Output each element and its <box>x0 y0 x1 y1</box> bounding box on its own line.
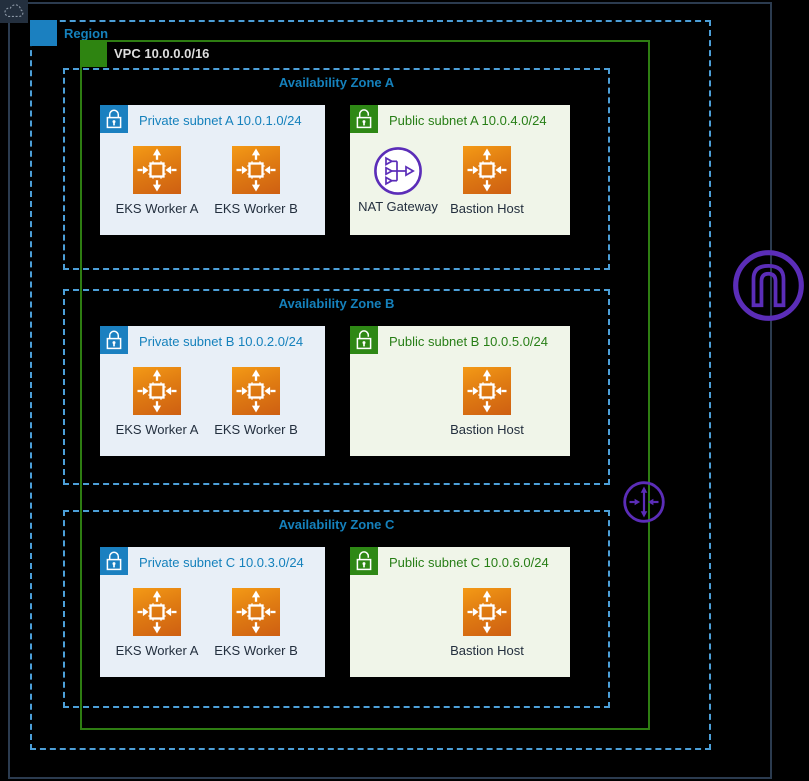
eks-worker-icon <box>232 367 280 415</box>
lock-closed-icon <box>100 547 128 575</box>
private-subnet-c: Private subnet C 10.0.3.0/24 EKS Worker … <box>100 547 325 677</box>
vpn-gateway-icon <box>622 480 666 524</box>
aws-cloud-container <box>8 2 772 779</box>
availability-zone-c: Availability Zone C Private subnet C 10.… <box>63 510 610 708</box>
public-subnet-a: Public subnet A 10.0.4.0/24 NAT Gateway … <box>350 105 570 235</box>
eks-worker-node: EKS Worker B <box>206 588 306 658</box>
nat-gateway-icon <box>373 146 423 196</box>
aws-cloud-icon <box>0 0 28 23</box>
eks-worker-node: EKS Worker A <box>107 146 207 216</box>
internet-gateway-icon <box>731 248 806 323</box>
eks-worker-icon <box>232 146 280 194</box>
bastion-host-icon <box>463 146 511 194</box>
lock-open-icon <box>350 326 378 354</box>
region-icon <box>30 20 57 46</box>
vpc-container <box>80 40 650 730</box>
eks-worker-icon <box>232 588 280 636</box>
public-subnet-c: Public subnet C 10.0.6.0/24 Bastion Host <box>350 547 570 677</box>
bastion-host-node: Bastion Host <box>437 146 537 216</box>
private-subnet-c-label: Private subnet C 10.0.3.0/24 <box>139 555 304 570</box>
eks-worker-node: EKS Worker A <box>107 367 207 437</box>
vpc-label: VPC 10.0.0.0/16 <box>114 46 210 61</box>
eks-worker-icon <box>133 146 181 194</box>
private-subnet-b-label: Private subnet B 10.0.2.0/24 <box>139 334 304 349</box>
bastion-host-node: Bastion Host <box>437 588 537 658</box>
private-subnet-a-label: Private subnet A 10.0.1.0/24 <box>139 113 302 128</box>
availability-zone-b: Availability Zone B Private subnet B 10.… <box>63 289 610 485</box>
region-container <box>30 20 711 750</box>
eks-worker-node: EKS Worker A <box>107 588 207 658</box>
nat-gateway-node: NAT Gateway <box>348 146 448 214</box>
eks-worker-node: EKS Worker B <box>206 146 306 216</box>
private-subnet-a: Private subnet A 10.0.1.0/24 EKS Worker … <box>100 105 325 235</box>
lock-open-icon <box>350 547 378 575</box>
bastion-host-node: Bastion Host <box>437 367 537 437</box>
region-label: Region <box>64 26 109 41</box>
public-subnet-b-label: Public subnet B 10.0.5.0/24 <box>389 334 549 349</box>
availability-zone-c-label: Availability Zone C <box>278 517 395 532</box>
lock-open-icon <box>350 105 378 133</box>
eks-worker-icon <box>133 367 181 415</box>
public-subnet-b: Public subnet B 10.0.5.0/24 Bastion Host <box>350 326 570 456</box>
lock-closed-icon <box>100 326 128 354</box>
eks-worker-icon <box>133 588 181 636</box>
vpc-icon <box>80 40 107 67</box>
lock-closed-icon <box>100 105 128 133</box>
public-subnet-c-label: Public subnet C 10.0.6.0/24 <box>389 555 549 570</box>
private-subnet-b: Private subnet B 10.0.2.0/24 EKS Worker … <box>100 326 325 456</box>
public-subnet-a-label: Public subnet A 10.0.4.0/24 <box>389 113 547 128</box>
bastion-host-icon <box>463 367 511 415</box>
availability-zone-a: Availability Zone A Private subnet A 10.… <box>63 68 610 270</box>
eks-worker-node: EKS Worker B <box>206 367 306 437</box>
availability-zone-a-label: Availability Zone A <box>278 75 395 90</box>
bastion-host-icon <box>463 588 511 636</box>
availability-zone-b-label: Availability Zone B <box>278 296 395 311</box>
